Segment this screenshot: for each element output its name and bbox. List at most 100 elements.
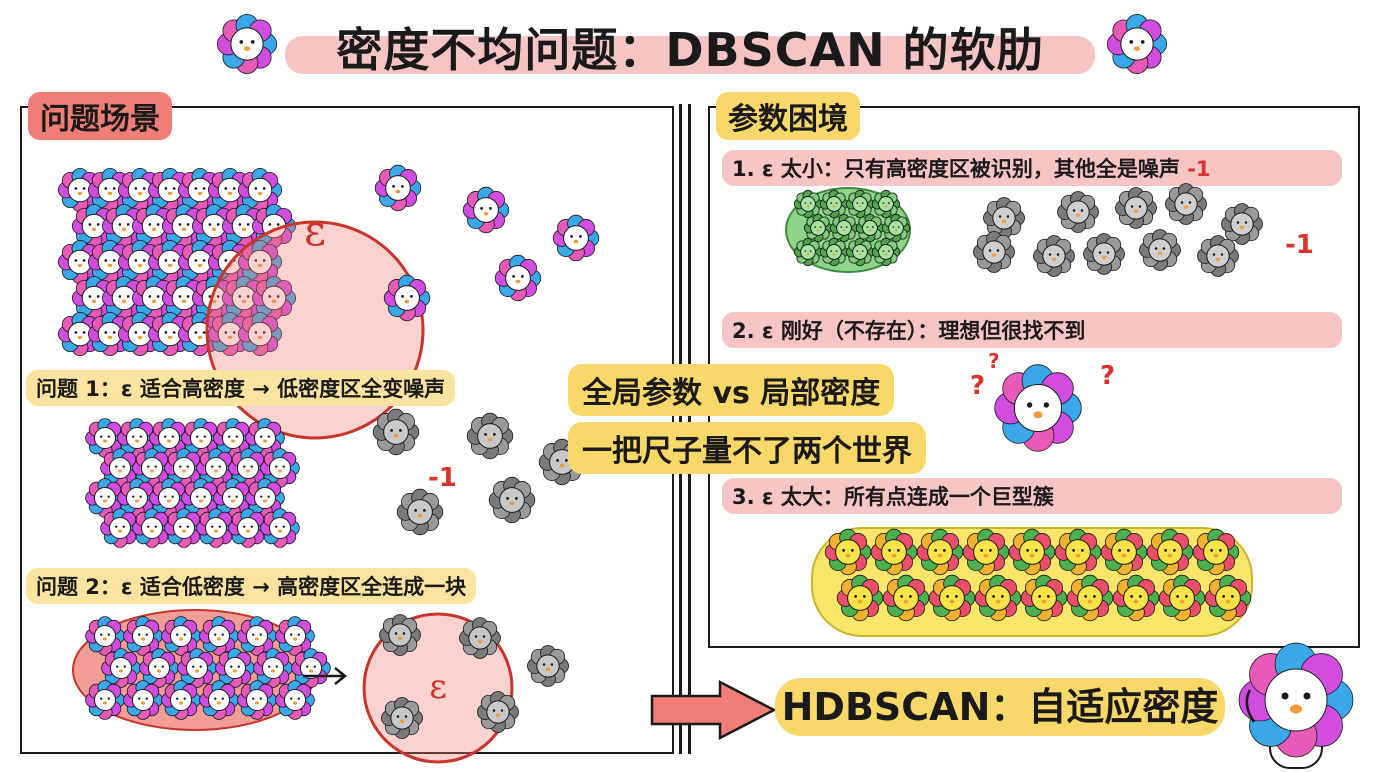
merged-point (1066, 574, 1114, 622)
flower-mascot-icon (216, 13, 278, 75)
high-density-point (237, 167, 283, 213)
title-highlight (285, 36, 1095, 74)
noise-point (381, 697, 423, 739)
high-density-point (199, 616, 239, 656)
merged-point (928, 574, 976, 622)
high-density-point (275, 616, 315, 656)
high-density-point (881, 213, 911, 243)
waving-flower-mascot-icon (1238, 642, 1354, 769)
high-density-point (85, 616, 125, 656)
high-density-point (139, 648, 179, 688)
mascot-face (1106, 13, 1168, 75)
noise-point (459, 617, 501, 659)
high-density-point (253, 648, 293, 688)
case1-caption: 1. ε 太小：只有高密度区被识别，其他全是噪声 -1 (722, 150, 1342, 186)
merged-point (974, 574, 1022, 622)
merged-point (1054, 528, 1102, 576)
high-density-point (260, 508, 300, 548)
noise-point (477, 691, 519, 733)
noise-point (973, 231, 1015, 273)
noise-point (1033, 235, 1075, 277)
noise-point (1165, 183, 1207, 225)
parameter-illustration: ??? (785, 183, 1263, 637)
high-density-point (199, 680, 239, 720)
high-density-point (123, 616, 163, 656)
problem1-caption: 问题 1：ε 适合高密度 → 低密度区全变噪声 (26, 370, 456, 406)
noise-point (1083, 233, 1125, 275)
high-density-point (101, 648, 141, 688)
merged-point (1008, 528, 1056, 576)
high-density-point (251, 203, 297, 249)
merged-point (1112, 574, 1160, 622)
high-density-point (871, 189, 901, 219)
merged-point (882, 574, 930, 622)
high-density-point (57, 167, 103, 213)
noise-point (983, 197, 1025, 239)
noise-point (379, 614, 421, 656)
high-density-point (123, 680, 163, 720)
arrow-right-icon (650, 679, 777, 741)
merged-point (1204, 574, 1252, 622)
high-density-point (855, 213, 885, 243)
global-vs-local-tag: 全局参数 vs 局部密度 (568, 364, 895, 416)
noise-point (466, 412, 514, 460)
mascot-face (1238, 642, 1354, 758)
scenario-illustration: εε (57, 164, 600, 764)
high-density-point (275, 680, 315, 720)
noise-point (1115, 187, 1157, 229)
high-density-point (237, 680, 277, 720)
case2-caption: 2. ε 刚好（不存在）：理想但很找不到 (722, 312, 1342, 348)
high-density-point (237, 311, 283, 357)
high-density-point (793, 237, 823, 267)
merged-point (1020, 574, 1068, 622)
high-density-point (845, 189, 875, 219)
case1-noise: -1 (1187, 157, 1211, 181)
high-density-point (101, 275, 147, 321)
noise-point (488, 476, 536, 524)
case1-text: 1. ε 太小：只有高密度区被识别，其他全是噪声 (732, 157, 1188, 181)
noise-point (1057, 191, 1099, 233)
high-density-point (251, 275, 297, 321)
merged-point (1192, 528, 1240, 576)
high-density-point (245, 478, 285, 518)
hdbscan-conclusion: HDBSCAN：自适应密度 (775, 678, 1225, 736)
noise-label: -1 (428, 463, 457, 493)
arrow-right-icon (303, 667, 348, 685)
noise-label: -1 (1285, 230, 1314, 260)
problem2-caption: 问题 2：ε 适合低密度 → 高密度区全连成一块 (26, 568, 477, 604)
mascot-arm (1245, 689, 1256, 723)
question-mark-icon: ? (1100, 361, 1115, 391)
high-density-point (228, 448, 268, 488)
low-density-point (462, 186, 510, 234)
high-density-point (161, 616, 201, 656)
question-mark-icon: ? (988, 349, 1000, 373)
noise-point (372, 408, 420, 456)
parameter-dilemma-label: 参数困境 (716, 92, 860, 140)
problem-scenario-label: 问题场景 (28, 92, 172, 140)
high-density-point (207, 311, 253, 357)
high-density-point (85, 680, 125, 720)
low-density-point (383, 274, 431, 322)
flower-mascot-icon (1106, 13, 1168, 75)
confused-mascot (994, 364, 1082, 452)
noise-point (1221, 203, 1263, 245)
mascot-face (216, 13, 278, 75)
question-mark-icon: ? (970, 371, 985, 401)
high-density-point (213, 418, 253, 458)
low-density-point (494, 254, 542, 302)
high-density-point (829, 213, 859, 243)
merged-point (870, 528, 918, 576)
one-ruler-tag: 一把尺子量不了两个世界 (568, 422, 926, 474)
high-density-point (196, 448, 236, 488)
merged-point (962, 528, 1010, 576)
merged-point (916, 528, 964, 576)
case3-caption: 3. ε 太大：所有点连成一个巨型簇 (722, 478, 1342, 514)
high-density-point (871, 237, 901, 267)
merged-point (1146, 528, 1194, 576)
high-density-point (819, 189, 849, 219)
high-density-point (845, 237, 875, 267)
title-area: 密度不均问题：DBSCAN 的软肋 (215, 8, 1168, 80)
epsilon-symbol: ε (429, 667, 447, 707)
noise-point (527, 645, 569, 687)
high-density-point (215, 648, 255, 688)
